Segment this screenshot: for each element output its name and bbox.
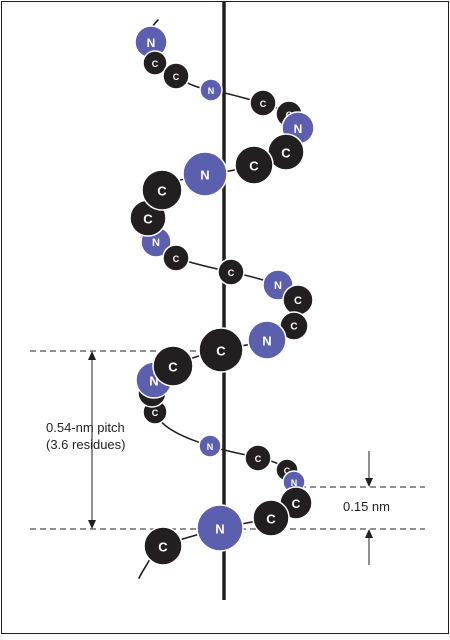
carbon-symbol: C xyxy=(216,344,226,359)
rise-label: 0.15 nm xyxy=(343,499,390,514)
nitrogen-atom-circle xyxy=(247,320,287,360)
carbon-symbol: C xyxy=(173,254,180,264)
pitch-residues-label: (3.6 residues) xyxy=(46,437,125,452)
carbon-atom-circle xyxy=(249,89,277,117)
carbon-atom-circle xyxy=(217,258,245,286)
carbon-atom: C xyxy=(282,284,314,316)
atoms-group: NCCNCCNCCNCNCCCCNCCNCCCNCNCCNCCNC xyxy=(129,25,315,566)
nitrogen-atom-circle xyxy=(199,78,223,102)
carbon-atom-circle xyxy=(244,444,272,472)
carbon-symbol: C xyxy=(290,322,297,333)
carbon-symbol: C xyxy=(292,497,301,511)
carbon-atom: C xyxy=(152,345,194,387)
carbon-atom-circle xyxy=(234,145,274,185)
rise-arrow-up xyxy=(365,529,373,538)
carbon-atom: C xyxy=(244,444,272,472)
carbon-symbol: C xyxy=(152,59,159,69)
carbon-symbol: C xyxy=(249,159,259,174)
nitrogen-symbol: N xyxy=(208,86,215,96)
nitrogen-symbol: N xyxy=(207,442,214,452)
carbon-atom-circle xyxy=(162,244,190,272)
carbon-atom: C xyxy=(162,244,190,272)
carbon-symbol: C xyxy=(284,466,291,476)
carbon-atom-circle xyxy=(143,526,183,566)
carbon-atom-circle xyxy=(141,169,183,211)
carbon-atom-circle xyxy=(152,345,194,387)
nitrogen-atom: N xyxy=(247,320,287,360)
carbon-symbol: C xyxy=(281,146,291,161)
nitrogen-atom: N xyxy=(199,78,223,102)
nitrogen-symbol: N xyxy=(149,374,158,389)
carbon-atom: C xyxy=(162,62,190,90)
carbon-symbol: C xyxy=(228,268,235,278)
pitch-arrow-down xyxy=(88,520,96,529)
carbon-atom-circle xyxy=(252,499,290,537)
carbon-atom: C xyxy=(217,258,245,286)
nitrogen-symbol: N xyxy=(152,237,160,249)
carbon-symbol: C xyxy=(168,360,178,375)
carbon-symbol: C xyxy=(157,184,167,199)
carbon-atom: C xyxy=(141,169,183,211)
carbon-atom-circle xyxy=(198,327,244,373)
carbon-symbol: C xyxy=(158,540,168,555)
carbon-atom: C xyxy=(249,89,277,117)
carbon-symbol: C xyxy=(266,512,276,527)
nitrogen-symbol: N xyxy=(262,334,271,349)
nitrogen-symbol: N xyxy=(291,478,298,488)
nitrogen-atom: N xyxy=(198,434,222,458)
nitrogen-atom-circle xyxy=(196,504,244,552)
nitrogen-symbol: N xyxy=(215,522,224,537)
carbon-symbol: C xyxy=(173,72,180,82)
pitch-label: 0.54-nm pitch xyxy=(46,420,125,435)
nitrogen-symbol: N xyxy=(274,280,282,292)
carbon-atom-circle xyxy=(162,62,190,90)
rise-arrow-down xyxy=(365,478,373,487)
carbon-symbol: C xyxy=(143,212,153,227)
carbon-atom-circle xyxy=(142,50,168,76)
carbon-atom: C xyxy=(143,526,183,566)
nitrogen-atom-circle xyxy=(198,434,222,458)
carbon-atom: C xyxy=(234,145,274,185)
carbon-symbol: C xyxy=(294,295,302,307)
nitrogen-symbol: N xyxy=(294,122,303,136)
pitch-arrow-up xyxy=(88,351,96,360)
nitrogen-atom: N xyxy=(182,151,228,197)
carbon-atom: C xyxy=(142,50,168,76)
carbon-atom: C xyxy=(198,327,244,373)
nitrogen-atom: N xyxy=(196,504,244,552)
nitrogen-atom-circle xyxy=(182,151,228,197)
nitrogen-symbol: N xyxy=(147,36,156,50)
carbon-symbol: C xyxy=(260,99,267,109)
carbon-atom: C xyxy=(252,499,290,537)
carbon-symbol: C xyxy=(152,408,159,418)
carbon-symbol: C xyxy=(255,454,262,464)
nitrogen-symbol: N xyxy=(200,168,209,183)
